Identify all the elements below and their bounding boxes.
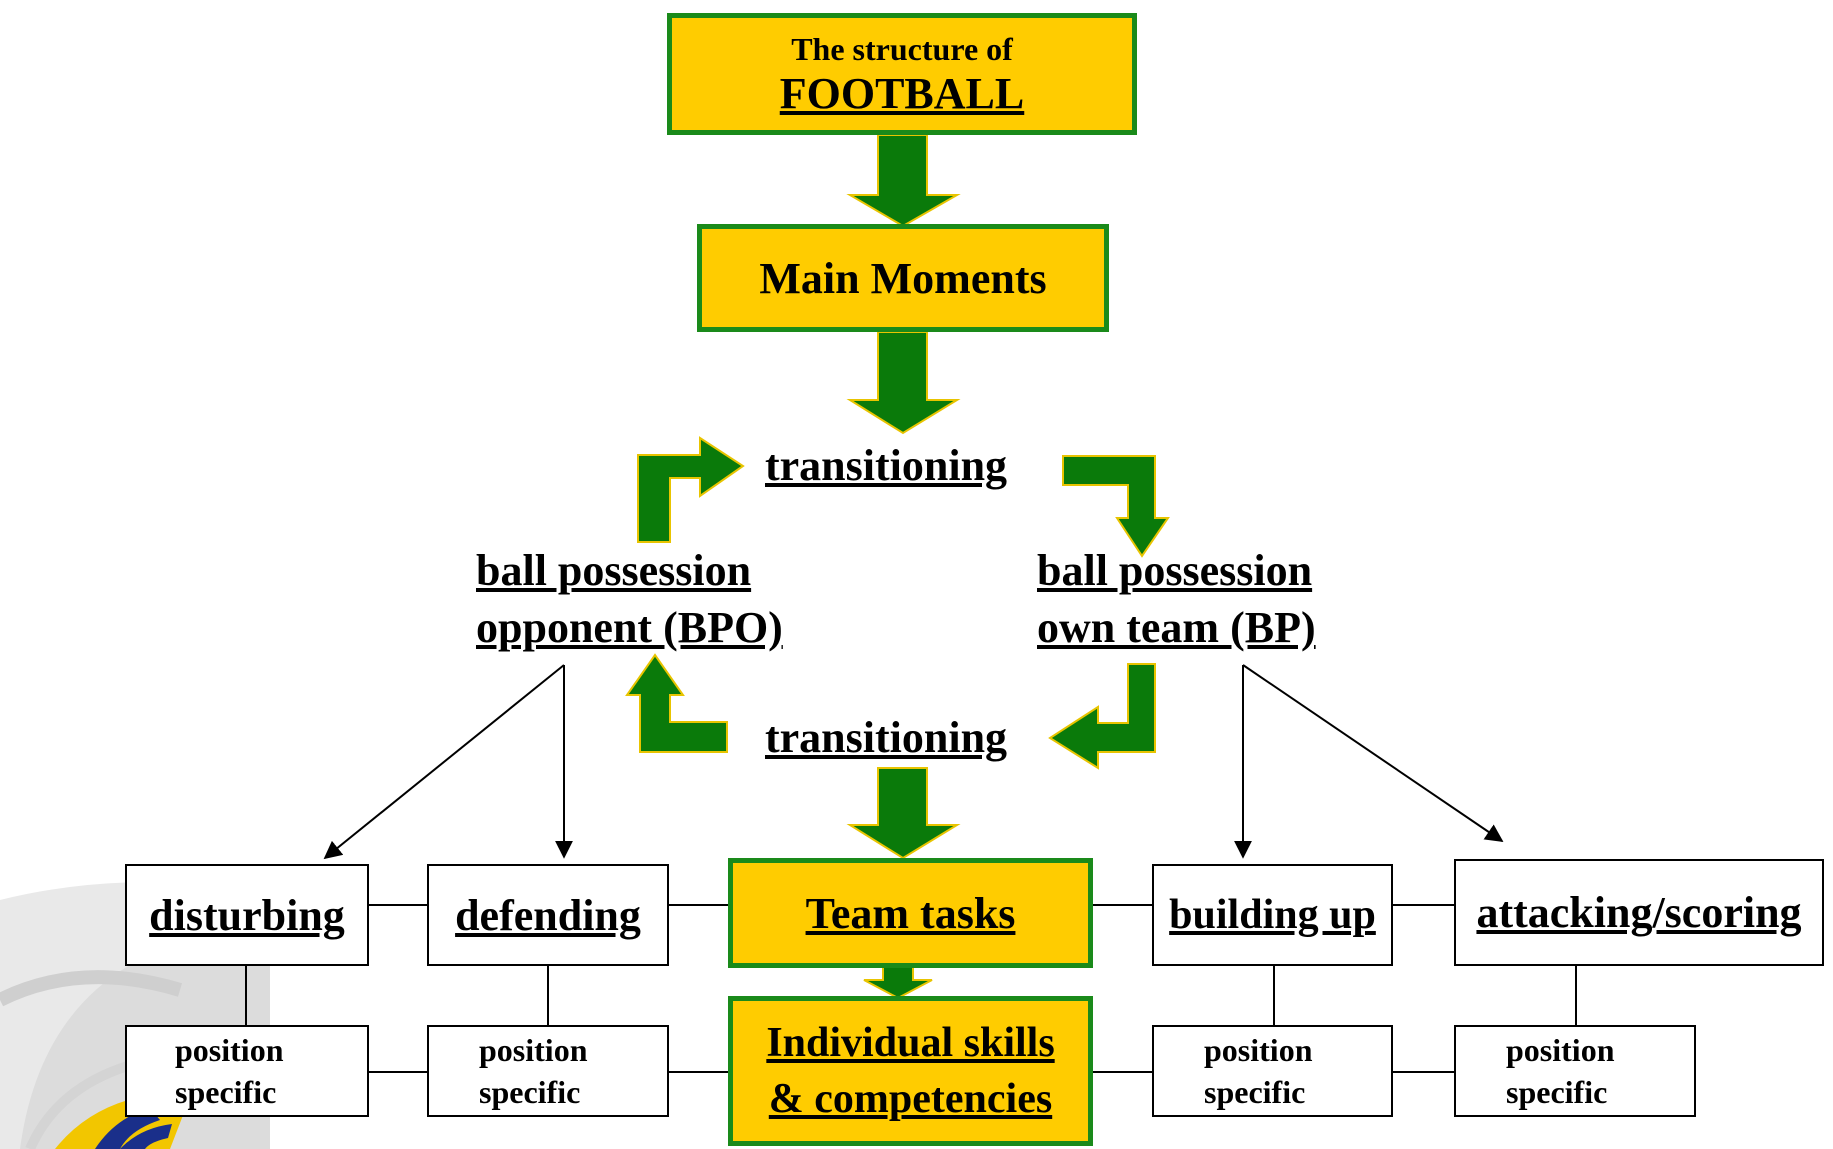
position-specific-box-3: position specific (1152, 1025, 1393, 1117)
position-specific-box-1: position specific (125, 1025, 369, 1117)
bent-arrow-down-left (1048, 663, 1156, 770)
position-specific-line2: specific (479, 1074, 581, 1110)
position-specific-line1: position (175, 1032, 284, 1068)
title-line1: The structure of (791, 31, 1013, 67)
team-tasks-label: Team tasks (805, 888, 1016, 938)
bent-arrow-up-right (637, 436, 745, 543)
defending-label: defending (455, 890, 641, 940)
individual-skills-box: Individual skills & competencies (728, 996, 1093, 1146)
attacking-box: attacking/scoring (1454, 859, 1824, 966)
position-specific-line2: specific (1204, 1074, 1306, 1110)
main-moments-label: Main Moments (759, 253, 1047, 303)
position-specific-line1: position (1506, 1032, 1615, 1068)
defending-box: defending (427, 864, 669, 966)
transitioning-top-label: transitioning (765, 441, 1008, 490)
attacking-label: attacking/scoring (1476, 888, 1802, 937)
disturbing-label: disturbing (149, 890, 345, 940)
disturbing-box: disturbing (125, 864, 369, 966)
bp-line2: own team (BP) (1037, 603, 1316, 652)
position-specific-line1: position (1204, 1032, 1313, 1068)
position-specific-line1: position (479, 1032, 588, 1068)
bent-arrow-left-up (625, 653, 728, 753)
team-tasks-box: Team tasks (728, 858, 1093, 968)
bpo-line2: opponent (BPO) (476, 603, 783, 652)
title-box: The structure of FOOTBALL (667, 13, 1137, 135)
bpo-line1: ball possession (476, 546, 752, 595)
main-moments-box: Main Moments (697, 224, 1109, 332)
individual-line1: Individual skills (766, 1020, 1055, 1066)
down-arrow-4 (863, 965, 933, 1000)
transitioning-bottom-label: transitioning (765, 713, 1008, 762)
position-specific-line2: specific (175, 1074, 277, 1110)
title-line2: FOOTBALL (779, 69, 1025, 118)
bp-line1: ball possession (1037, 546, 1313, 595)
down-arrow-2 (846, 331, 961, 435)
down-arrow-3 (846, 767, 961, 860)
individual-line2: & competencies (768, 1076, 1053, 1122)
building-up-label: building up (1169, 892, 1376, 938)
building-up-box: building up (1152, 864, 1393, 966)
position-specific-box-2: position specific (427, 1025, 669, 1117)
bent-arrow-right-down (1062, 455, 1170, 558)
position-specific-line2: specific (1506, 1074, 1608, 1110)
position-specific-box-4: position specific (1454, 1025, 1696, 1117)
down-arrow-1 (846, 134, 961, 228)
